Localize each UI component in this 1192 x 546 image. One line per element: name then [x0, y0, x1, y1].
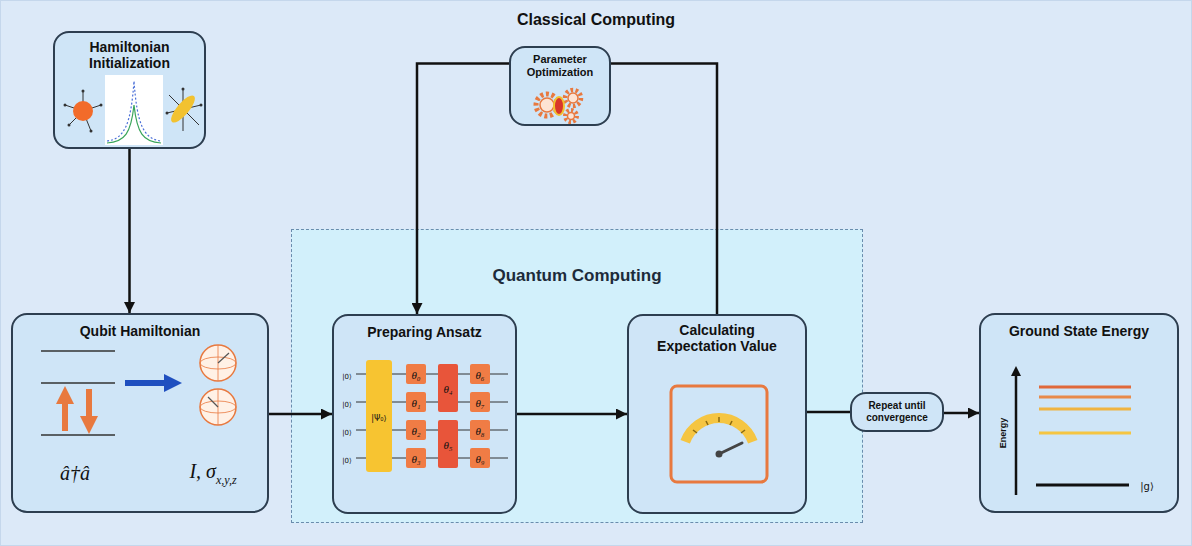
- parameter-symbol: θ₅: [443, 439, 452, 451]
- process-box: Qubit Hamiltonian â†â I, σx,y,z: [11, 313, 269, 513]
- connector: [944, 412, 979, 415]
- process-box: Hamiltonian Initialization: [53, 31, 206, 149]
- parameter-symbol: θ₀: [411, 369, 420, 381]
- node-title: Quantum Computing: [292, 266, 862, 286]
- result-box: Ground State EnergyEnergy |g⟩: [979, 313, 1179, 513]
- parameter-symbol: θ₃: [411, 453, 420, 465]
- label-group: |0⟩: [342, 422, 352, 438]
- connector: [417, 64, 509, 314]
- connector: [517, 413, 627, 416]
- ground-state-label: |g⟩: [1140, 481, 1154, 492]
- label-group: |0⟩: [342, 366, 352, 382]
- label-group: θ₆: [475, 366, 484, 382]
- label-group: θ₅: [443, 436, 452, 452]
- ansatz-circuit: [334, 316, 519, 516]
- qubit-state: |0⟩: [342, 401, 352, 409]
- axis-label: Energy: [998, 418, 1008, 449]
- label-group: θ₂: [411, 422, 420, 438]
- label-group: θ₁: [411, 394, 420, 410]
- label-group: θ₈: [475, 422, 484, 438]
- label-group: Energy: [993, 418, 1009, 449]
- process-box: Preparing Ansatz |0⟩ |0⟩ |0⟩ |0⟩ |Ψ₀⟩ θ₀ θ₁ θ₂ θ₃…: [332, 314, 517, 514]
- qubit-state: |0⟩: [342, 373, 352, 381]
- node-title: Repeat until convergence: [856, 400, 938, 423]
- label-group: |0⟩: [342, 394, 352, 410]
- node-title: Classical Computing: [1, 11, 1191, 29]
- label-group: |Ψ₀⟩: [371, 408, 386, 424]
- connector: [611, 64, 717, 314]
- parameter-symbol: θ₄: [443, 383, 452, 395]
- label-group: θ₉: [475, 450, 484, 466]
- initial-state: |Ψ₀⟩: [371, 414, 386, 423]
- node-title: Preparing Ansatz: [344, 324, 505, 340]
- node-title: Calculating Expectation Value: [647, 322, 787, 354]
- label-group: θ₀: [411, 366, 420, 382]
- parameter-symbol: θ₇: [475, 397, 484, 409]
- parameter-symbol: θ₂: [411, 425, 420, 437]
- operator-symbol: â†â: [60, 462, 90, 484]
- connector: [128, 149, 131, 313]
- node-title: Qubit Hamiltonian: [23, 323, 257, 339]
- optimizer-box: Parameter Optimization: [509, 46, 611, 126]
- label-group: θ₃: [411, 450, 420, 466]
- parameter-symbol: θ₁: [411, 397, 420, 409]
- loop-note-box: Repeat until convergence: [850, 392, 944, 432]
- label-group: |g⟩: [1140, 477, 1154, 493]
- qubit-state: |0⟩: [342, 457, 352, 465]
- parameter-symbol: θ₆: [475, 369, 484, 381]
- node-title: Ground State Energy: [991, 323, 1167, 339]
- label-group: |0⟩: [342, 450, 352, 466]
- label-group: â†â: [60, 463, 90, 483]
- connector: [269, 413, 332, 416]
- label-group: I, σx,y,z: [189, 461, 236, 486]
- process-box: Calculating Expectation Value: [627, 314, 807, 514]
- node-title: Parameter Optimization: [517, 53, 603, 78]
- subscript: x,y,z: [216, 473, 237, 487]
- label-group: θ₄: [443, 380, 452, 396]
- operator-symbol: I, σ: [189, 460, 216, 482]
- label-group: θ₇: [475, 394, 484, 410]
- parameter-symbol: θ₈: [475, 425, 484, 437]
- connector: [807, 411, 850, 414]
- qubit-state: |0⟩: [342, 429, 352, 437]
- node-title: Hamiltonian Initialization: [65, 39, 194, 71]
- quantum-region: Quantum Computing Preparing Ansatz |0⟩ |0⟩…: [291, 229, 863, 523]
- parameter-symbol: θ₉: [475, 453, 484, 465]
